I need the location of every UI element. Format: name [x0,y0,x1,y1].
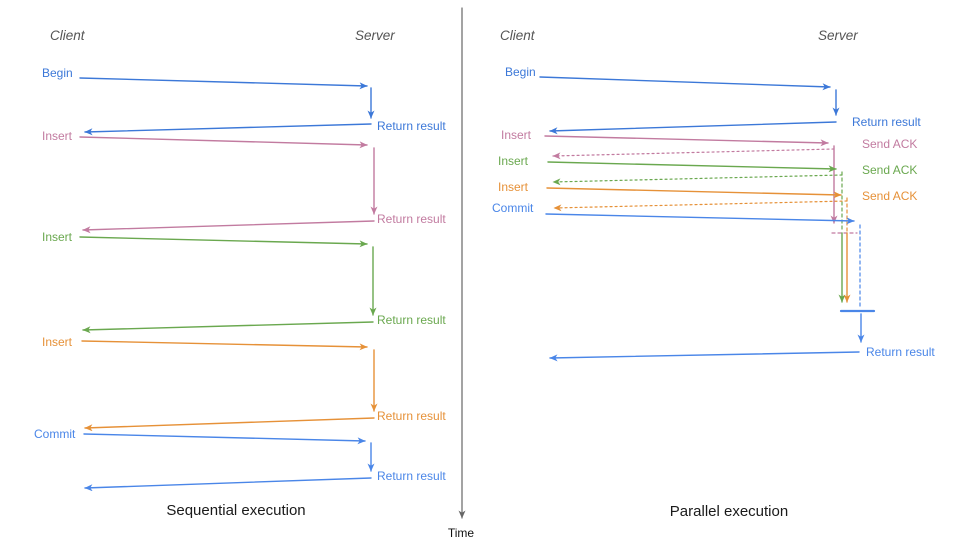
seq-client-header: Client [50,28,86,43]
seq-insert3-flow: Insert Return result [42,335,446,432]
seq-insert2-response-line [82,321,374,334]
parallel-title: Parallel execution [670,503,788,520]
par-client-header: Client [500,28,536,43]
par-commit-flow: Commit Return result [492,201,935,362]
sequential-title: Sequential execution [166,502,305,519]
seq-insert1-flow: Insert Return result [42,129,446,234]
par-begin-response-line [549,121,837,135]
seq-commit-flow: Commit Return result [34,427,446,492]
par-commit-label: Commit [492,201,534,215]
par-insert1-ack-line [552,148,835,160]
par-begin-label: Begin [505,65,536,79]
parallel-panel: Client Server Begin Return result Insert… [492,28,935,520]
sequential-panel: Client Server Begin Return result Insert… [34,28,446,519]
par-insert2-ack-label: Send ACK [862,163,917,177]
par-insert1-ack-label: Send ACK [862,137,917,151]
par-commit-request-line [545,213,855,225]
seq-insert2-request-line [79,236,368,248]
par-insert3-label: Insert [498,180,529,194]
seq-insert3-request-line [81,340,368,351]
seq-insert2-response-label: Return result [377,313,446,327]
seq-insert1-request-line [79,136,368,149]
par-begin-request-line [539,76,831,91]
seq-insert1-response-line [82,220,375,234]
seq-begin-flow: Begin Return result [42,66,446,136]
par-insert1-flow: Insert Send ACK [501,128,917,234]
seq-begin-response-label: Return result [377,119,446,133]
seq-insert2-flow: Insert Return result [42,230,446,334]
par-insert3-flow: Insert Send ACK [498,180,917,303]
seq-commit-request-line [83,433,366,445]
par-insert2-label: Insert [498,154,529,168]
par-begin-flow: Begin Return result [505,65,921,135]
par-insert3-ack-line [553,200,848,212]
par-commit-response-label: Return result [866,345,935,359]
par-insert3-request-line [546,187,842,199]
seq-insert1-response-label: Return result [377,212,446,226]
time-axis-label: Time [448,526,475,540]
seq-insert1-label: Insert [42,129,73,143]
par-insert2-request-line [547,161,837,173]
par-insert1-request-line [544,135,829,147]
seq-insert2-label: Insert [42,230,73,244]
par-server-header: Server [818,28,858,43]
seq-commit-response-line [84,477,372,492]
time-axis: Time [448,7,475,540]
par-insert2-ack-line [552,174,843,186]
par-insert2-flow: Insert Send ACK [498,154,917,303]
seq-insert3-label: Insert [42,335,73,349]
seq-commit-response-label: Return result [377,469,446,483]
par-begin-response-label: Return result [852,115,921,129]
par-commit-response-line [549,351,860,362]
par-insert3-ack-label: Send ACK [862,189,917,203]
seq-server-header: Server [355,28,395,43]
seq-insert3-response-label: Return result [377,409,446,423]
seq-insert3-response-line [84,417,375,432]
seq-begin-request-line [79,77,368,90]
seq-begin-label: Begin [42,66,73,80]
par-insert1-label: Insert [501,128,532,142]
seq-commit-label: Commit [34,427,76,441]
seq-begin-response-line [84,123,372,136]
